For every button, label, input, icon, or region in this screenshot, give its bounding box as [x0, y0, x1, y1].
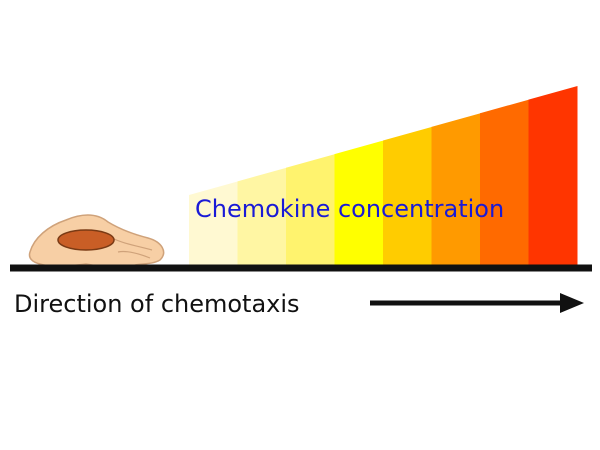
- gradient-band: [237, 167, 287, 266]
- gradient-band: [480, 99, 529, 266]
- chemokine-gradient: [189, 86, 578, 266]
- gradient-band: [431, 113, 481, 266]
- arrow-head: [560, 293, 584, 313]
- gradient-band: [383, 126, 432, 266]
- migrating-cell-icon: [28, 214, 165, 271]
- gradient-band: [189, 181, 238, 266]
- direction-label: Direction of chemotaxis: [14, 290, 300, 318]
- gradient-label: Chemokine concentration: [195, 195, 504, 223]
- right-arrow-icon: [370, 293, 584, 313]
- gradient-band: [286, 154, 335, 266]
- cell-membrane-detail: [111, 237, 153, 251]
- cell-membrane-detail-2: [117, 250, 151, 259]
- gradient-band: [528, 86, 578, 266]
- cell-nucleus: [57, 229, 115, 251]
- gradient-band: [334, 140, 384, 266]
